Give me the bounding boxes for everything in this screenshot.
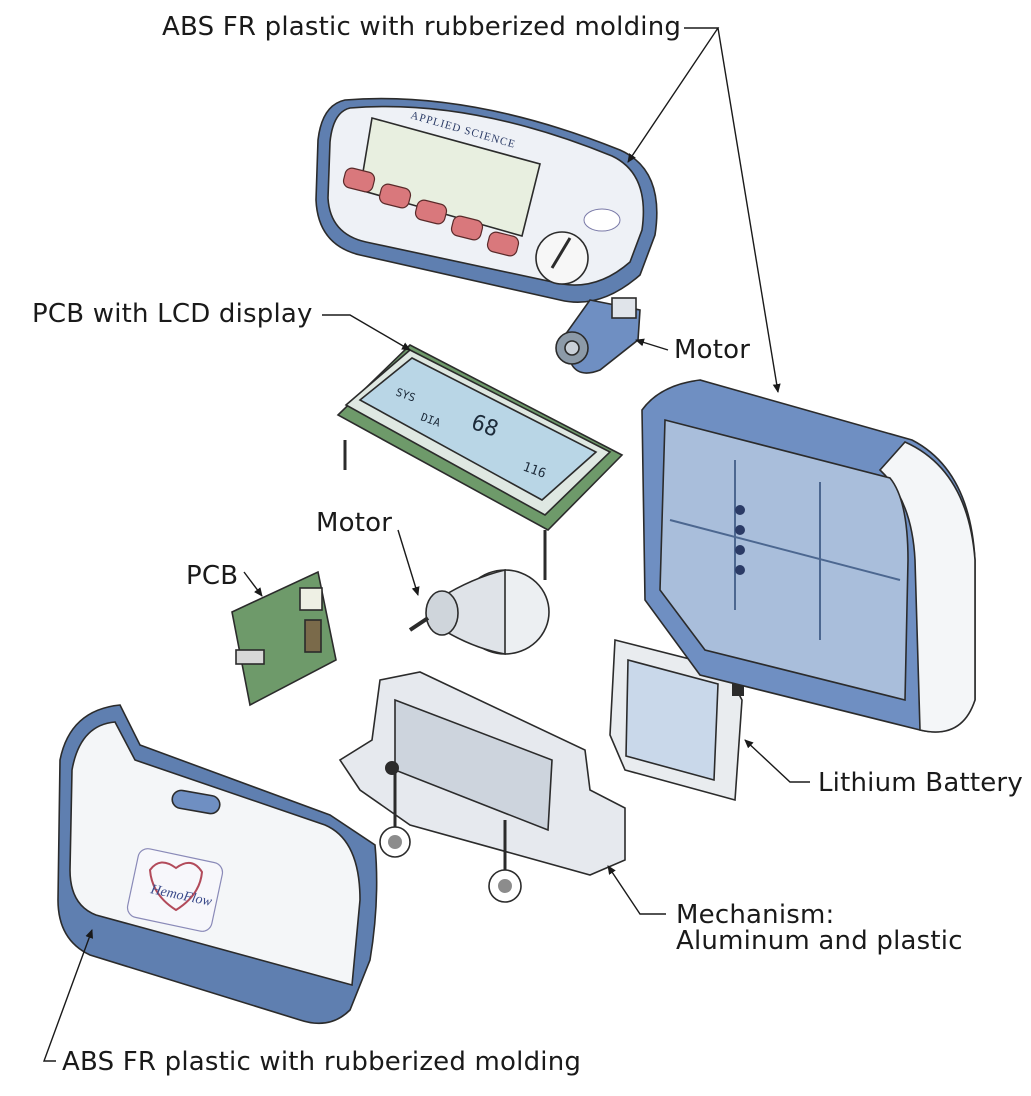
label-pcb-lcd: PCB with LCD display bbox=[32, 299, 313, 329]
mechanism-part bbox=[338, 671, 626, 903]
label-mechanism-line1: Mechanism: bbox=[676, 900, 835, 930]
dial-knob bbox=[535, 231, 589, 285]
small-logo-badge bbox=[583, 208, 621, 232]
lcd-small-1: SYS bbox=[394, 386, 417, 405]
back-shell-part bbox=[641, 379, 976, 733]
main-motor-part bbox=[408, 568, 550, 655]
label-top-shell: ABS FR plastic with rubberized molding bbox=[162, 12, 682, 42]
battery-part bbox=[609, 638, 744, 802]
front-buttons bbox=[342, 167, 520, 257]
lcd-screen bbox=[358, 357, 598, 501]
front-shell-part: HemoFlow bbox=[57, 704, 378, 1025]
lcd-window bbox=[359, 116, 541, 237]
leader-lines bbox=[42, 27, 810, 1062]
small-motor-part bbox=[555, 297, 641, 374]
label-bottom-shell: ABS FR plastic with rubberized molding bbox=[62, 1047, 582, 1077]
label-motor-mid: Motor bbox=[316, 508, 393, 538]
label-battery: Lithium Battery bbox=[818, 768, 1023, 798]
side-pcb-part bbox=[231, 570, 337, 707]
lcd-pcb-part: 68 SYS DIA 116 bbox=[336, 344, 624, 580]
label-pcb: PCB bbox=[186, 561, 239, 591]
front-faceplate: APPLIED SCIENCE bbox=[315, 97, 658, 303]
label-motor-top: Motor bbox=[674, 335, 751, 365]
label-mechanism-line2: Aluminum and plastic bbox=[676, 926, 963, 956]
